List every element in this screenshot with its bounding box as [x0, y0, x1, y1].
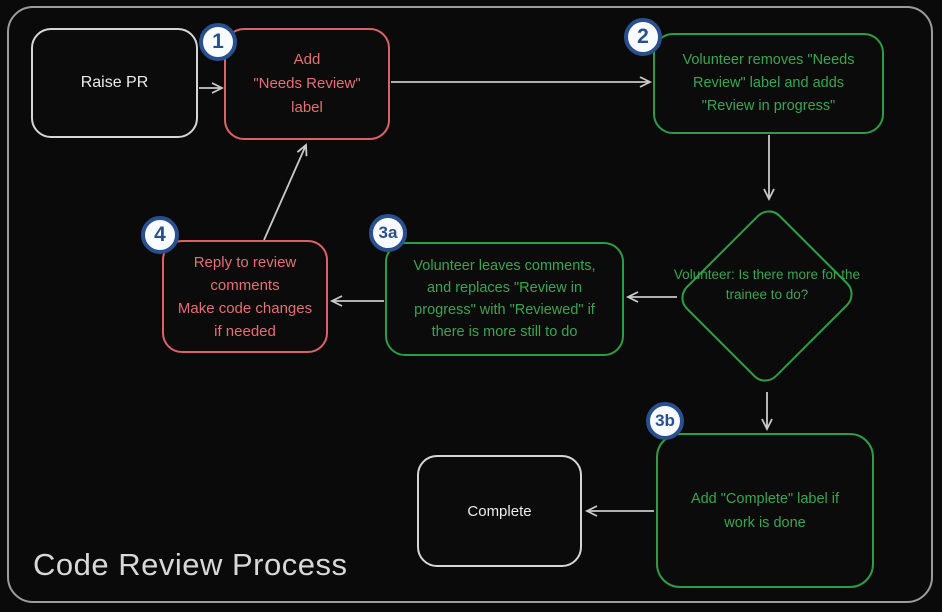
node-label-line: Volunteer leaves comments, [413, 258, 596, 274]
node-label-line: work is done [724, 514, 806, 531]
node-label-line: Make code changes [177, 299, 313, 317]
node-label-line: there is more still to do [431, 324, 578, 340]
node-label-line: "Review in progress" [701, 98, 836, 114]
node-label-line: and replaces "Review in [426, 280, 583, 296]
node-label-line: the trainee to do? [725, 267, 861, 302]
node-label-line: label [291, 99, 323, 116]
node-add-needs-review-label: Add "Needs Review" label [224, 28, 390, 140]
node-label-line: Volunteer: [673, 267, 735, 282]
step-badge-2: 2 [624, 18, 662, 56]
step-badge-3a: 3a [369, 214, 407, 252]
node-label-line: comments [210, 276, 280, 294]
step-badge-1: 1 [199, 23, 237, 61]
decision-diamond-label: Volunteer: Is there more for the trainee… [672, 265, 862, 305]
node-label-line: Volunteer removes "Needs [682, 52, 855, 68]
node-reply-to-review-comments: Reply to review comments Make code chang… [162, 240, 328, 353]
node-label-line: Review" label and adds [692, 75, 845, 91]
node-label-line: Add [293, 51, 321, 68]
node-label-line: Add "Complete" label if [690, 490, 840, 507]
arrow-step4-to-step1 [263, 143, 308, 241]
diagram-title: Code Review Process [33, 547, 348, 582]
node-volunteer-removes-label: Volunteer removes "Needs Review" label a… [653, 33, 884, 134]
node-label-line: progress" with "Reviewed" if [414, 302, 595, 318]
node-label-line: if needed [214, 322, 276, 340]
step-badge-3b: 3b [646, 402, 684, 440]
node-add-complete-label: Add "Complete" label if work is done [656, 433, 874, 588]
node-label-line: Is there more for [738, 267, 838, 282]
step-badge-4: 4 [141, 216, 179, 254]
node-volunteer-leaves-comments: Volunteer leaves comments, and replaces … [385, 242, 624, 356]
node-complete: Complete [417, 455, 582, 567]
node-raise-pr: Raise PR [31, 28, 198, 138]
node-label: Raise PR [80, 74, 149, 91]
node-label-line: Reply to review [193, 253, 297, 271]
node-label-line: "Needs Review" [253, 75, 361, 92]
node-label: Complete [467, 502, 532, 520]
